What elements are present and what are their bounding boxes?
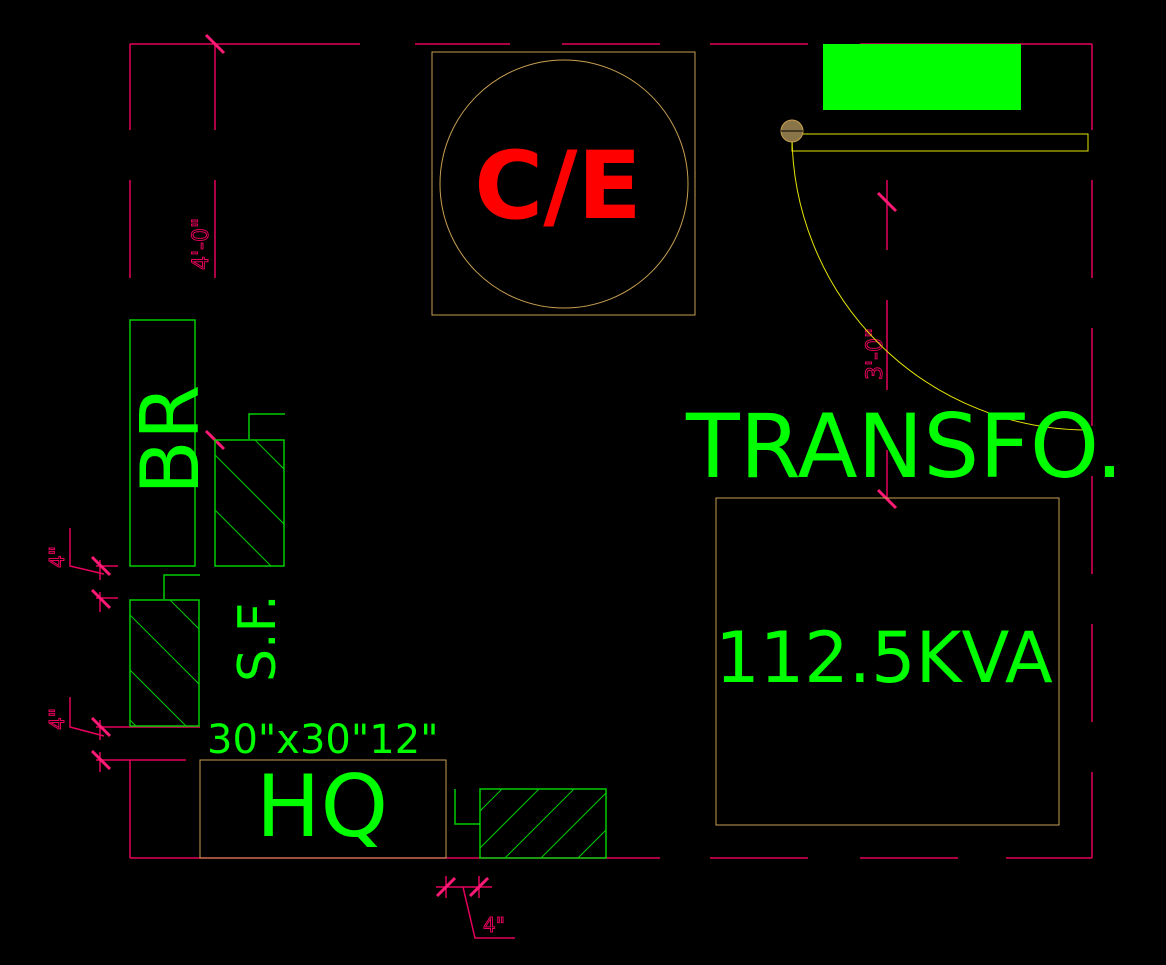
dimension-left-vertical: 4'-0"	[189, 218, 214, 270]
room-boundary	[69, 43, 1093, 939]
transformer-box	[715, 497, 1060, 826]
sf-label: S.F.	[228, 594, 288, 682]
dimension-ticks	[90, 33, 898, 898]
dimension-gap-lower: 4"	[45, 708, 69, 730]
door-swing	[780, 119, 1089, 431]
dimension-gap-upper: 4"	[45, 546, 69, 568]
ce-equipment: C/E	[431, 51, 696, 316]
size-label: 30"x30"12"	[207, 717, 439, 763]
br-label: BR	[124, 385, 217, 495]
hq-label: HQ	[256, 757, 388, 857]
ce-label: C/E	[474, 132, 642, 241]
green-block	[823, 44, 1021, 110]
hatched-box-bottom	[454, 788, 607, 859]
hatched-box-upper	[214, 413, 285, 567]
kva-label: 112.5KVA	[715, 617, 1053, 699]
br-box	[129, 319, 196, 567]
transfo-label: TRANSFO.	[685, 395, 1124, 498]
hq-box	[199, 759, 447, 859]
hatched-box-lower	[129, 574, 200, 727]
dimension-gap-bottom: 4"	[483, 913, 505, 937]
dimension-right-vertical: 3'-0"	[863, 328, 888, 380]
